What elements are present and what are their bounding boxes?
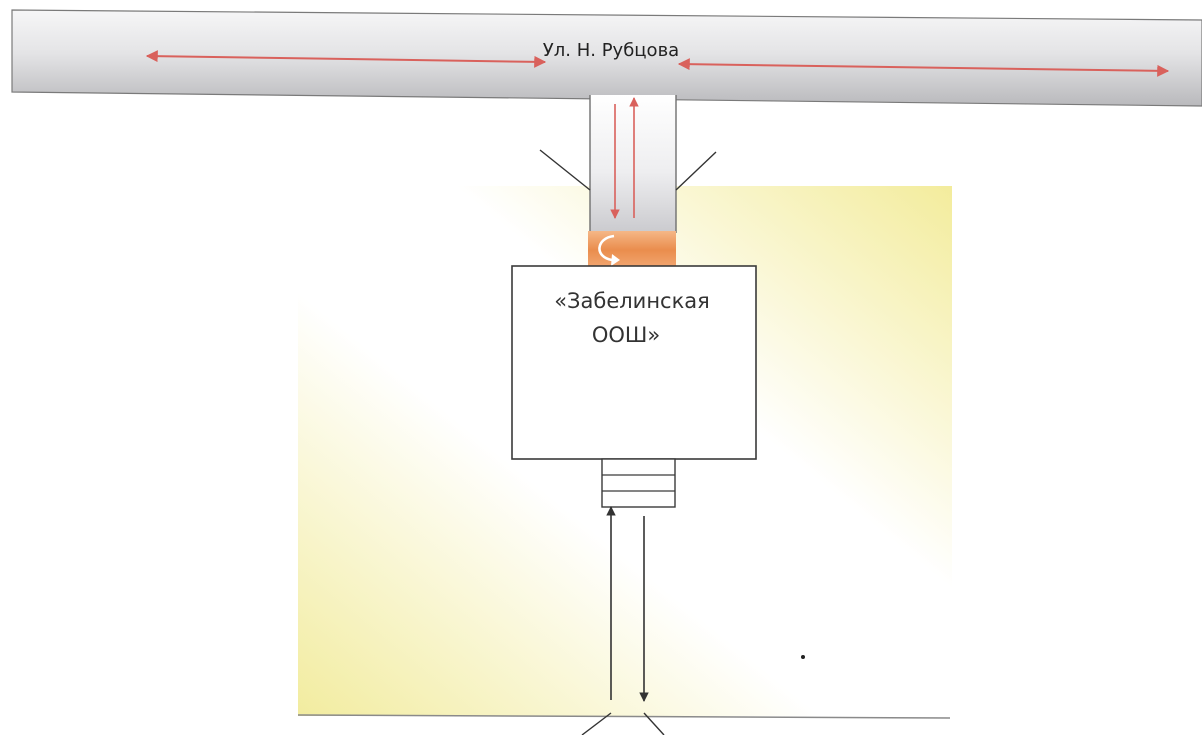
school-name-line2: ООШ» — [592, 323, 660, 347]
gate-left-diagonal — [539, 149, 591, 191]
school-entrance-steps — [601, 458, 676, 508]
turnaround-zone — [588, 231, 676, 269]
street-traffic-arrow-left — [145, 50, 547, 68]
stray-dot — [801, 655, 805, 659]
street-name: Ул. Н. Рубцова — [543, 40, 679, 61]
territory-bottom-edge — [297, 714, 951, 719]
driveway — [590, 95, 676, 235]
street-traffic-arrow-right — [677, 58, 1170, 77]
school-name-line1: «Забелинская — [554, 289, 710, 313]
bottom-gate-left-diagonal — [581, 712, 612, 735]
turnaround-arrowhead — [611, 254, 620, 266]
street-road — [11, 9, 1202, 107]
bottom-gate-right-diagonal — [643, 712, 665, 735]
gate-right-diagonal — [675, 151, 717, 191]
school-building — [511, 265, 757, 460]
turnaround-arrow-icon — [598, 234, 615, 262]
